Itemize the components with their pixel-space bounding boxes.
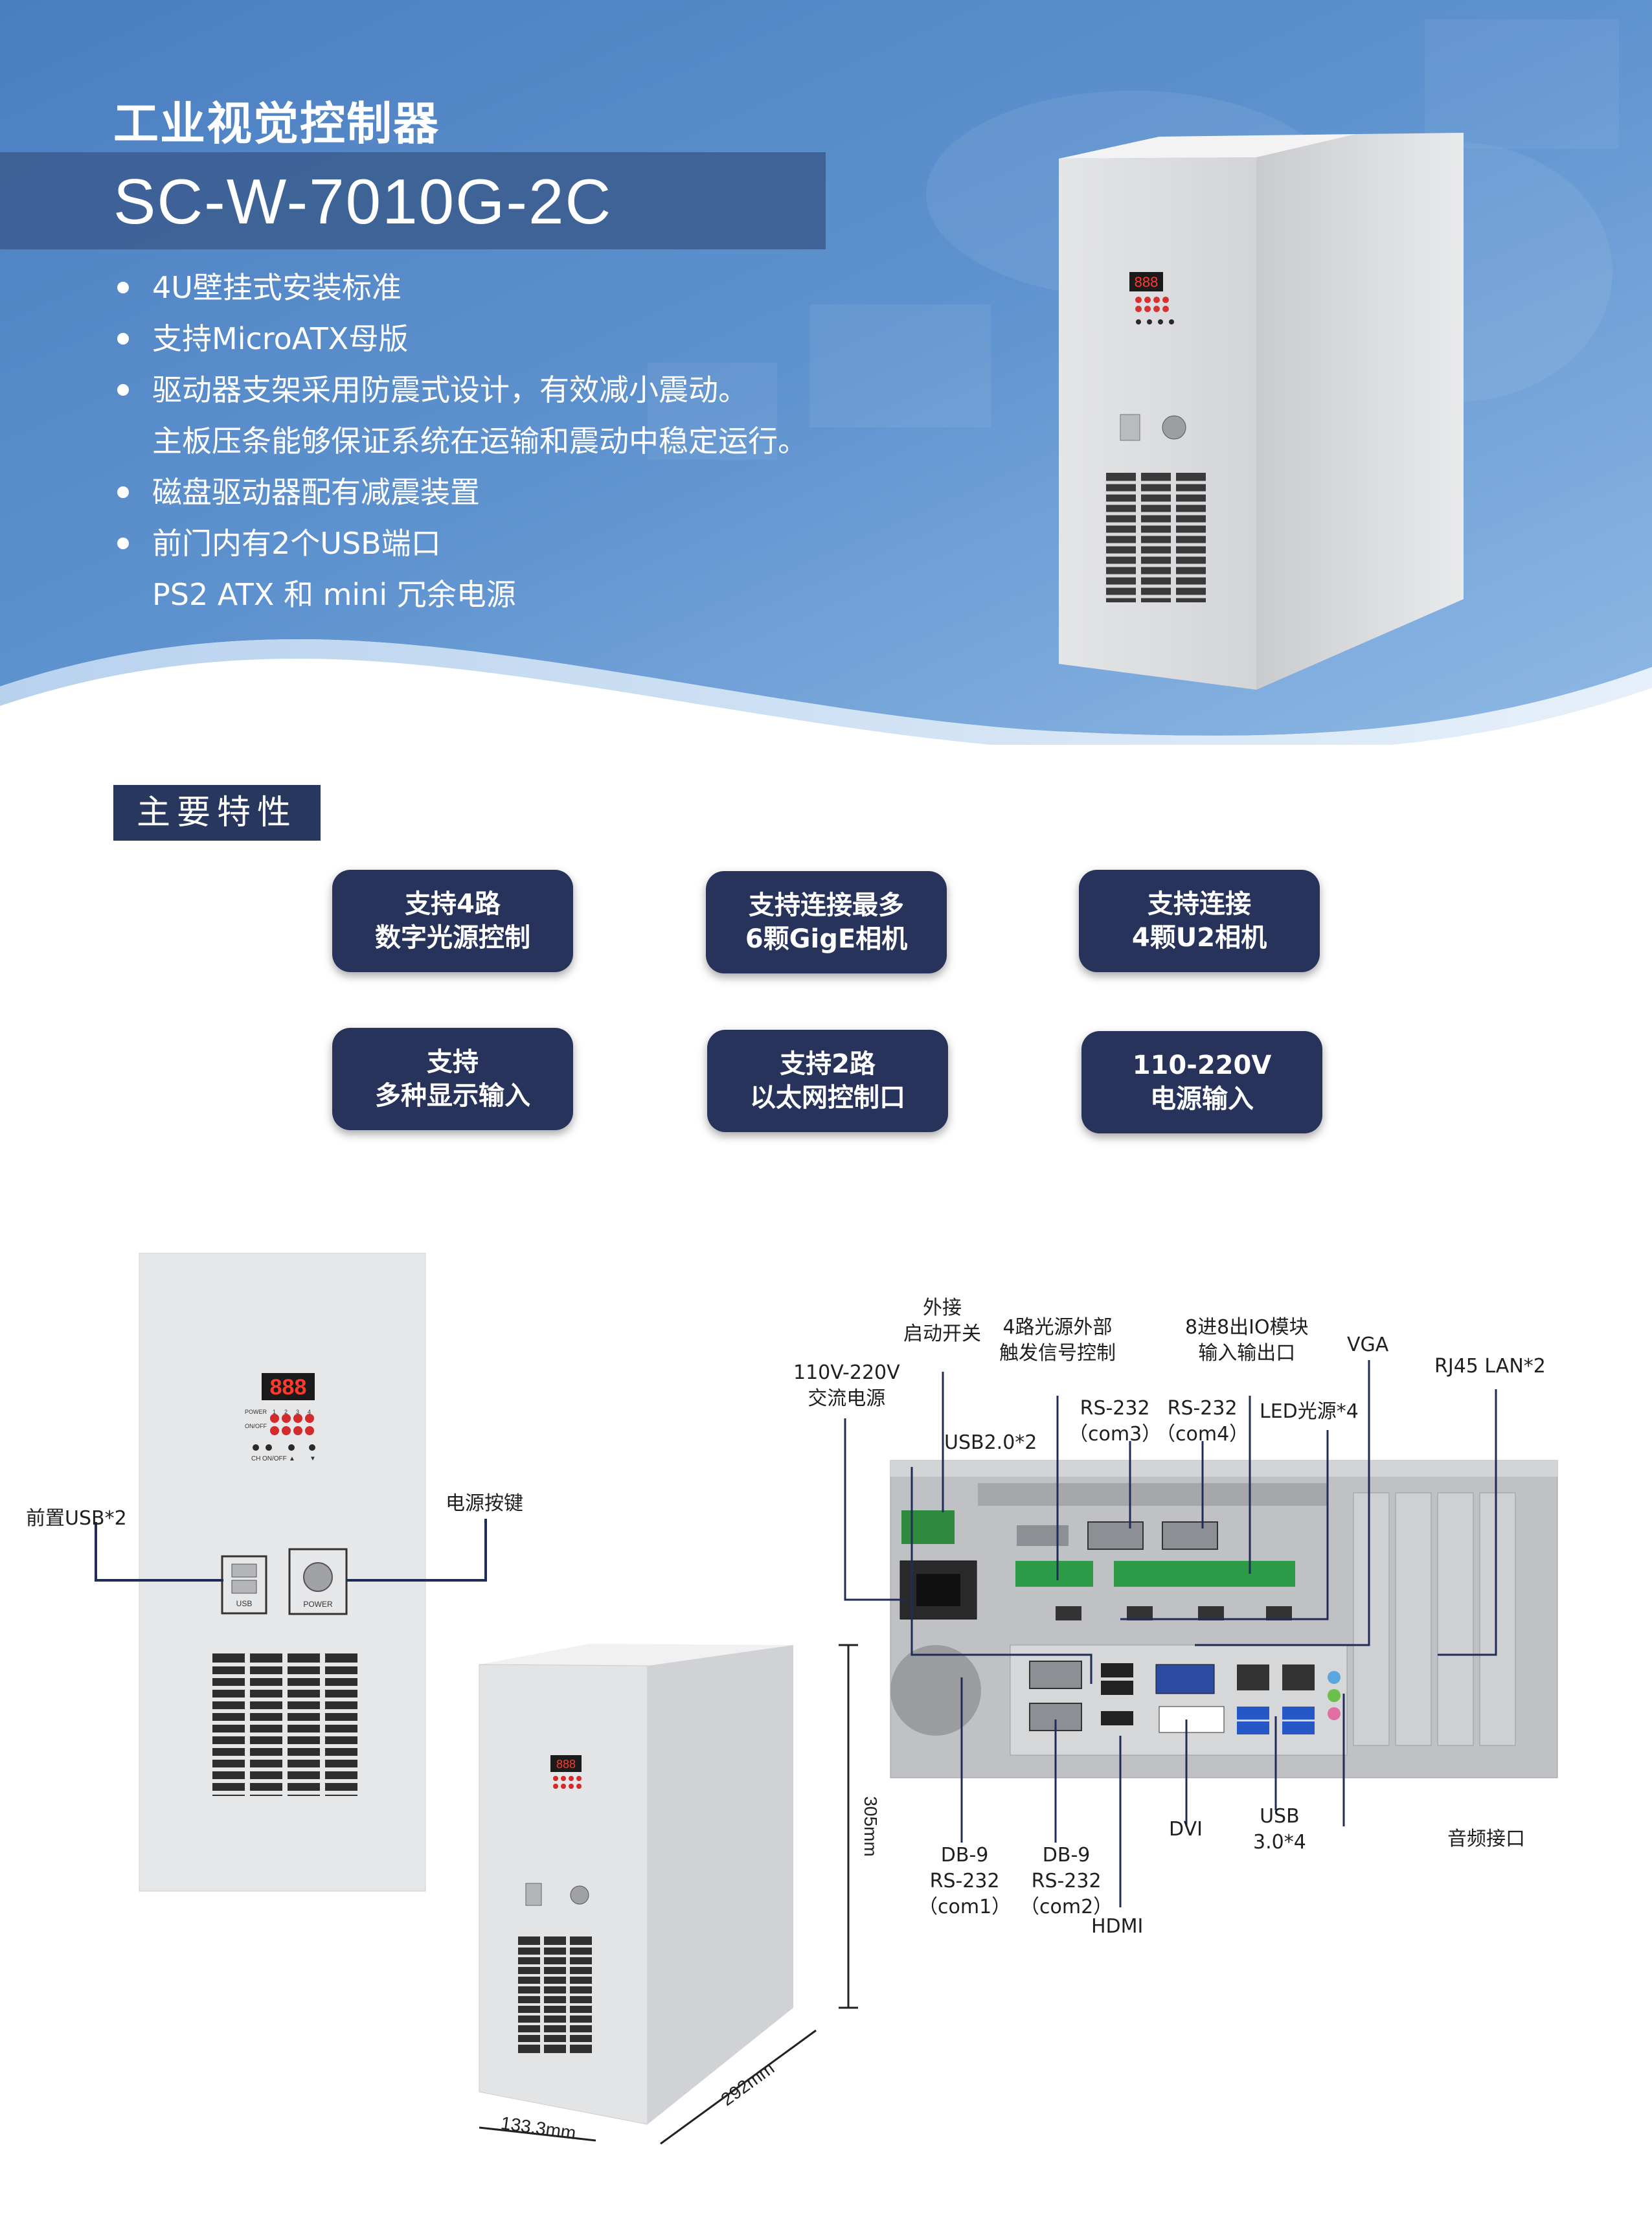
callout-com1: DB-9 RS-232 （com1）: [918, 1844, 1012, 1918]
feature-card: 支持4路 数字光源控制: [332, 870, 573, 972]
hero-product-image: 888: [1059, 133, 1464, 690]
feature-card: 支持 多种显示输入: [332, 1028, 573, 1130]
svg-text:1: 1: [273, 1409, 276, 1415]
svg-text:▼: ▼: [310, 1455, 316, 1462]
rear-panel-image: [890, 1460, 1558, 1778]
dimension-view-image: 888 305mm 133.3mm 292mm: [479, 1644, 881, 2145]
svg-text:ON/OFF: ON/OFF: [245, 1423, 267, 1429]
callout-ac-power: 110V-220V 交流电源: [793, 1361, 900, 1410]
bullet-icon: [117, 384, 129, 396]
fan-grille: [890, 1645, 981, 1736]
svg-text:POWER: POWER: [303, 1600, 333, 1609]
feature-card: 110-220V 电源输入: [1081, 1031, 1322, 1133]
svg-text:USB: USB: [236, 1599, 253, 1608]
callout-power-key: 电源按键: [446, 1492, 523, 1515]
feature-item: 磁盘驱动器配有减震装置: [113, 467, 929, 518]
svg-text:133.3mm: 133.3mm: [499, 2113, 577, 2143]
svg-text:888: 888: [556, 1758, 576, 1771]
bullet-icon: [117, 538, 129, 549]
front-callout-lines: [95, 1519, 487, 1582]
svg-text:POWER: POWER: [245, 1409, 267, 1415]
callout-vga: VGA: [1347, 1334, 1389, 1356]
callout-usb20: USB2.0*2: [944, 1431, 1037, 1454]
svg-text:CH: CH: [251, 1455, 260, 1462]
svg-text:ON/OFF: ON/OFF: [262, 1455, 287, 1462]
svg-text:▲: ▲: [289, 1455, 295, 1462]
rear-callout-lines: [844, 1360, 1497, 1907]
feature-item: 支持MicroATX母版: [113, 313, 929, 365]
callout-light-trigger: 4路光源外部 触发信号控制: [999, 1316, 1116, 1365]
depth-dimension-line: [660, 2029, 817, 2145]
svg-text:4: 4: [308, 1409, 311, 1415]
callout-rj45: RJ45 LAN*2: [1434, 1355, 1546, 1378]
callout-dvi: DVI: [1169, 1818, 1203, 1841]
callout-usb30: USB 3.0*4: [1253, 1805, 1306, 1854]
callout-hdmi: HDMI: [1091, 1915, 1144, 1938]
callout-front-usb: 前置USB*2: [26, 1507, 127, 1530]
callout-led-light: LED光源*4: [1260, 1400, 1359, 1423]
digit-display: [262, 1373, 315, 1400]
product-title: 工业视觉控制器: [113, 97, 440, 150]
svg-text:888: 888: [1135, 274, 1159, 290]
callout-rs232-com4: RS-232 （com4）: [1156, 1397, 1249, 1446]
feature-item: 4U壁挂式安装标准: [113, 262, 929, 313]
panel-buttons: [253, 1444, 315, 1451]
svg-text:305mm: 305mm: [861, 1796, 881, 1856]
indicator-leds: [270, 1414, 314, 1435]
svg-text:3: 3: [296, 1409, 299, 1415]
section-title: 主要特性: [113, 785, 321, 841]
model-number: SC-W-7010G-2C: [113, 166, 613, 237]
callout-rs232-com3: RS-232 （com3）: [1069, 1397, 1162, 1446]
ext-switch-terminal: [901, 1510, 955, 1544]
width-dimension-line: [479, 2126, 596, 2142]
feature-card: 支持连接最多 6颗GigE相机: [706, 871, 947, 973]
callout-ext-switch: 外接 启动开关: [903, 1297, 981, 1345]
feature-item: 驱动器支架采用防震式设计，有效减小震动。: [113, 365, 929, 416]
feature-list: 4U壁挂式安装标准 支持MicroATX母版 驱动器支架采用防震式设计，有效减小…: [113, 262, 929, 620]
callout-io-module: 8进8出IO模块 输入输出口: [1185, 1316, 1309, 1365]
bullet-icon: [117, 333, 129, 345]
callout-audio: 音频接口: [1447, 1828, 1525, 1850]
front-panel-image: 888 POWER 1 2 3 4 ON/OFF CH ON/OFF ▲ ▼ U…: [139, 1253, 426, 1892]
svg-text:2: 2: [284, 1409, 288, 1415]
bullet-icon: [117, 486, 129, 498]
feature-card: 支持连接 4颗U2相机: [1079, 870, 1320, 972]
svg-text:292mm: 292mm: [718, 2058, 778, 2109]
bullet-icon: [117, 282, 129, 293]
feature-item-continued: 主板压条能够保证系统在运输和震动中稳定运行。: [152, 424, 808, 459]
power-button-icon: [303, 1562, 333, 1592]
model-bar: [0, 152, 826, 249]
callout-com2: DB-9 RS-232 （com2）: [1020, 1844, 1113, 1918]
feature-card: 支持2路 以太网控制口: [707, 1030, 948, 1132]
feature-item: 前门内有2个USB端口: [113, 518, 929, 569]
digit-display-text: 888: [270, 1375, 307, 1400]
feature-item-continued: PS2 ATX 和 mini 冗余电源: [152, 577, 516, 612]
